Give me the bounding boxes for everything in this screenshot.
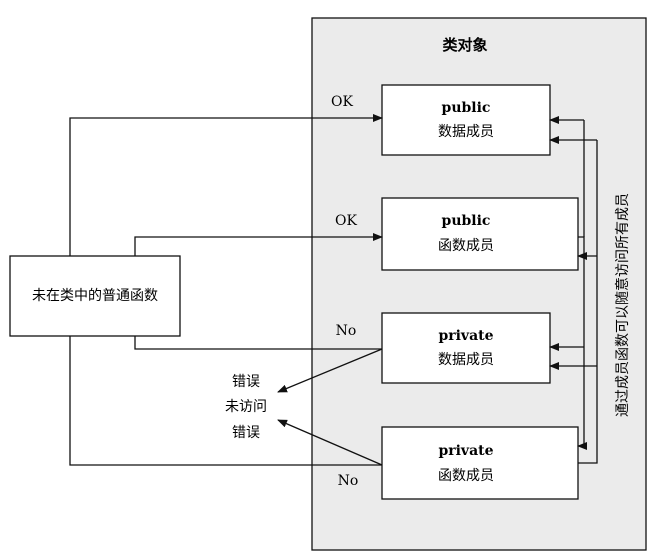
- member-access-label: private: [438, 328, 493, 344]
- edge-no-private-data: [134, 336, 382, 350]
- member-private-data: private 数据成员: [381, 312, 551, 384]
- member-kind-label: 数据成员: [438, 124, 494, 140]
- class-object-title: 类对象: [442, 36, 487, 54]
- error-text-1: 错误: [232, 374, 260, 390]
- outside-function-box: [9, 255, 181, 337]
- edge-error-arrow-1: [277, 348, 383, 393]
- member-public-data: public 数据成员: [381, 84, 551, 156]
- edge-ok-public-function: [134, 233, 383, 256]
- member-public-function: public 函数成员: [381, 197, 579, 271]
- ok-label-2: OK: [335, 213, 357, 229]
- internal-access-bus: [549, 116, 598, 464]
- no-label-1: No: [336, 323, 357, 339]
- internal-access-note: 通过成员函数可以随意访问所有成员: [614, 193, 631, 417]
- member-access-label: private: [438, 443, 493, 459]
- member-access-label: public: [442, 213, 491, 229]
- edge-ok-public-data: [69, 114, 383, 256]
- outside-function-label: 未在类中的普通函数: [32, 288, 158, 304]
- error-text-3: 错误: [232, 425, 260, 441]
- edge-error-arrow-2: [277, 419, 383, 466]
- member-private-function: private 函数成员: [381, 426, 579, 500]
- no-label-2: No: [338, 473, 359, 489]
- error-text-2: 未访问: [225, 399, 267, 415]
- member-kind-label: 函数成员: [438, 468, 494, 484]
- member-access-label: public: [442, 100, 491, 116]
- member-kind-label: 函数成员: [438, 238, 494, 254]
- edge-no-private-function: [69, 336, 382, 466]
- member-kind-label: 数据成员: [438, 352, 494, 368]
- ok-label-1: OK: [331, 94, 353, 110]
